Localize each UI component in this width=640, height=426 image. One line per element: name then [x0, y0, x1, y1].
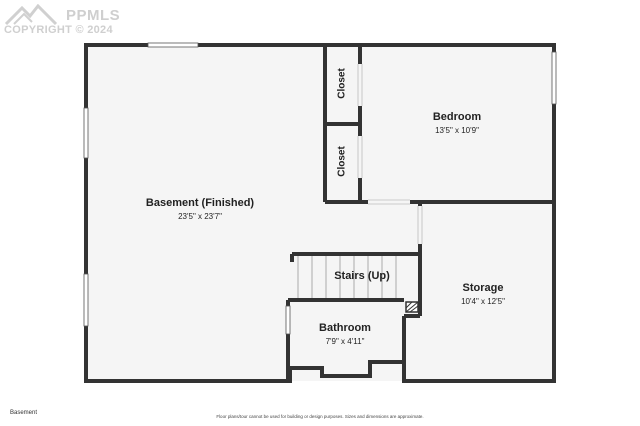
room-name: Storage [462, 282, 504, 294]
level-label: Basement [10, 410, 38, 416]
window-top [147, 42, 199, 48]
floor-area [86, 45, 554, 381]
closet-lower-door [357, 136, 363, 178]
stair-treads [297, 256, 397, 298]
room-name: Bathroom [319, 322, 371, 334]
hatched-box [405, 301, 419, 313]
room-name: Stairs (Up) [334, 270, 390, 282]
window-left-lower [83, 273, 89, 327]
disclaimer-text: Floor plans/tour cannot be used for buil… [216, 414, 424, 419]
room-stairs-label: Stairs (Up) [334, 270, 390, 282]
windows [83, 42, 557, 335]
room-name: Basement (Finished) [145, 197, 255, 209]
ppmls-watermark: PPMLS COPYRIGHT © 2024 [4, 3, 134, 38]
watermark-brand: PPMLS [66, 7, 121, 24]
room-dimensions: 10'4" x 12'5" [461, 297, 505, 306]
room-dimensions: 23'5" x 23'7" [178, 212, 222, 221]
door-jambs [357, 64, 423, 244]
watermark-copyright: COPYRIGHT © 2024 [4, 24, 113, 36]
room-bathroom-label: Bathroom 7'9" x 4'11" [319, 322, 371, 346]
closet-upper-door [357, 64, 363, 106]
room-name: Bedroom [432, 111, 482, 123]
room-closet-upper-label: Closet [336, 68, 348, 99]
window-bedroom [551, 51, 557, 105]
room-dimensions: 7'9" x 4'11" [325, 337, 365, 346]
floor-fills [86, 45, 554, 381]
window-left-upper [83, 107, 89, 159]
room-bedroom-label: Bedroom 13'5" x 10'9" [433, 111, 481, 135]
room-closet-lower-label: Closet [336, 146, 348, 177]
window-bathroom [285, 305, 291, 335]
room-dimensions: 13'5" x 10'9" [435, 126, 479, 135]
bedroom-door [368, 199, 410, 205]
storage-door [417, 206, 423, 244]
room-storage-label: Storage 10'4" x 12'5" [461, 282, 505, 306]
door-openings [357, 64, 423, 244]
room-basement-label: Basement (Finished) 23'5" x 23'7" [146, 197, 254, 221]
mountain-logo-icon [4, 3, 58, 26]
